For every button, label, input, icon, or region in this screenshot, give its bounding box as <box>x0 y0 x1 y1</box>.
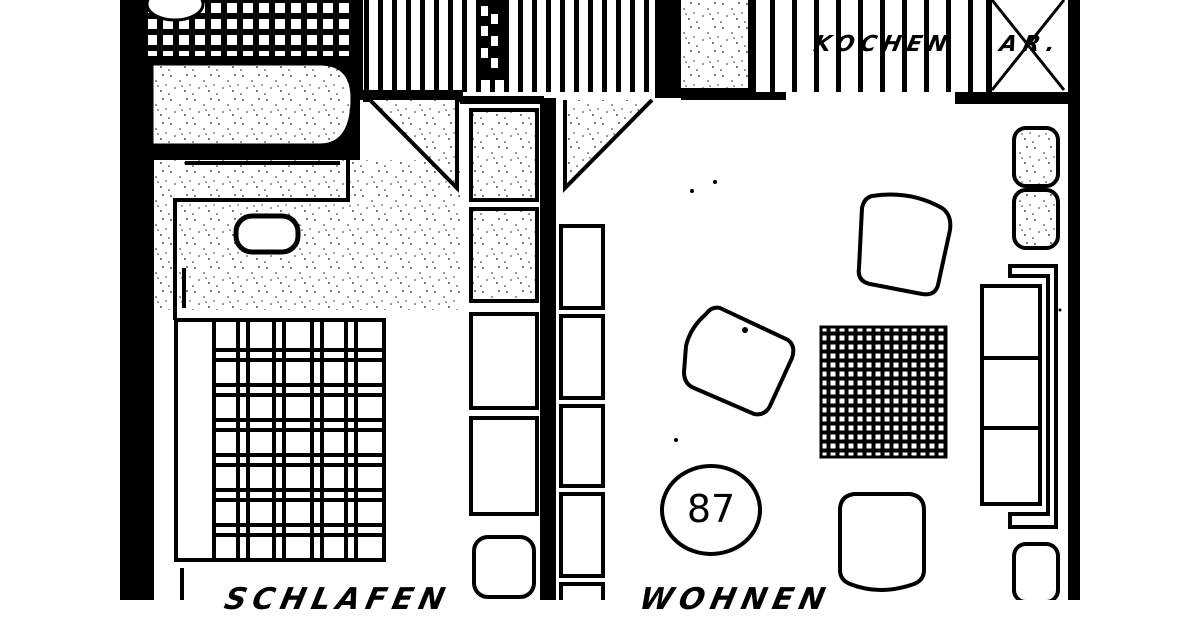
coffee-table-icon <box>819 325 948 459</box>
door-swing-living <box>563 98 654 193</box>
washbasin-icon <box>233 213 301 255</box>
corridor-floor <box>363 0 670 92</box>
room-label-kitchen: KOCHEN <box>811 32 956 57</box>
sofa-icon <box>980 264 1058 529</box>
bathtub-icon <box>150 62 354 147</box>
unit-number-circle <box>660 464 762 556</box>
wardrobe-units <box>469 108 539 599</box>
partition-wall <box>540 98 556 600</box>
kitchen-floor <box>681 0 753 88</box>
room-label-storage: AR. <box>997 32 1064 57</box>
bedroom-floor <box>148 160 460 310</box>
toilet-icon <box>145 0 205 22</box>
right-outer-wall <box>1068 0 1080 600</box>
left-outer-wall <box>120 0 148 600</box>
side-stools <box>1012 126 1060 600</box>
double-bed-icon <box>174 318 386 562</box>
side-chair-icon <box>838 492 926 592</box>
unit-number: 87 <box>686 487 736 531</box>
floor-plan-drawing <box>120 0 1080 600</box>
door-swing-bathroom <box>368 98 459 193</box>
armchair-icon <box>856 192 953 297</box>
shelf-units <box>559 224 605 600</box>
kitchen-counter <box>756 0 986 92</box>
armchair-rotated-icon <box>681 305 796 417</box>
